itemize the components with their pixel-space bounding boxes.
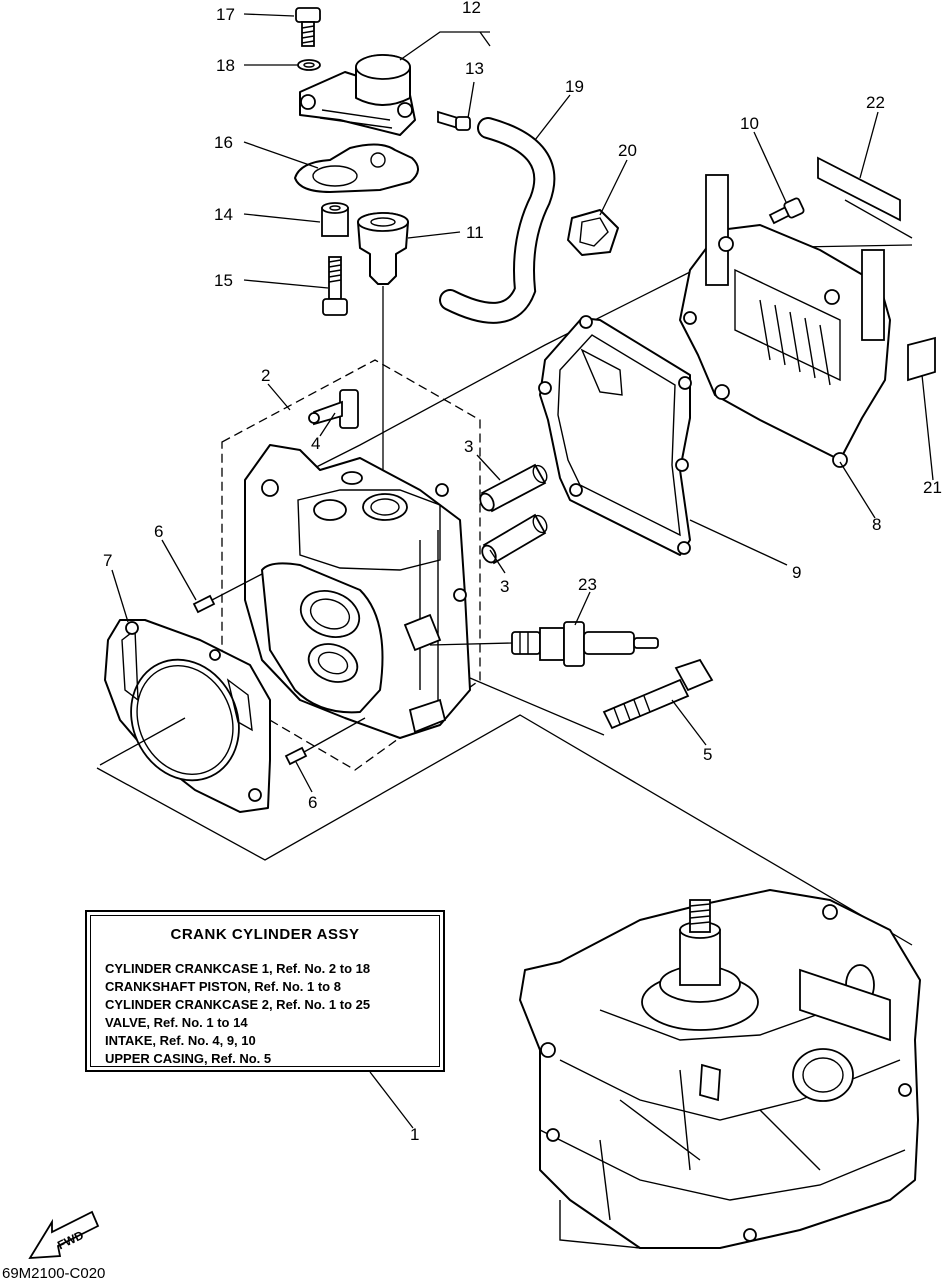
callout-2: 2 <box>261 366 270 385</box>
leader-22 <box>859 111 879 179</box>
sleeve-3-upper <box>479 463 548 513</box>
dowel-pin-6-upper-line <box>211 573 263 601</box>
callout-23: 23 <box>578 575 597 594</box>
leader-19 <box>534 94 571 141</box>
callout-13: 13 <box>465 59 484 78</box>
diagram-code: 69M2100-C020 <box>2 1265 106 1282</box>
leader-21 <box>921 374 934 481</box>
callout-22: 22 <box>866 93 885 112</box>
callout-6-lower: 6 <box>308 793 317 812</box>
cylinder-body-2 <box>244 444 471 739</box>
leader-15 <box>243 279 329 289</box>
callout-9: 9 <box>792 563 801 582</box>
callout-7: 7 <box>103 551 112 570</box>
leader-13 <box>467 81 475 119</box>
leader-7 <box>111 569 129 623</box>
leader-8 <box>839 461 876 519</box>
bolt-10 <box>768 197 805 225</box>
callout-19: 19 <box>565 77 584 96</box>
callout-3-lower: 3 <box>500 577 509 596</box>
cylinder-gasket-7 <box>104 619 271 813</box>
leader-11 <box>407 231 461 239</box>
thermostat-11 <box>357 212 409 285</box>
callout-16: 16 <box>214 133 233 152</box>
gasket-7-leader-extension <box>99 717 186 766</box>
bolt-13 <box>437 110 471 131</box>
callout-4: 4 <box>311 434 320 453</box>
leader-4 <box>319 412 336 437</box>
assembly-reference-list: CYLINDER CRANKCASE 1, Ref. No. 2 to 18 C… <box>105 960 370 1068</box>
assembly-reference-line: INTAKE, Ref. No. 4, 9, 10 <box>105 1033 256 1048</box>
thermostat-cover <box>299 54 416 136</box>
gasket-9 <box>538 315 692 556</box>
leader-3a <box>476 454 501 481</box>
dowel-pin-6-lower <box>284 746 308 766</box>
collar-14 <box>321 202 349 237</box>
callout-6-upper: 6 <box>154 522 163 541</box>
leader-6b <box>295 761 313 793</box>
leader-14 <box>243 213 321 223</box>
assembly-reference-box-border <box>90 915 440 1067</box>
assembly-reference-line: VALVE, Ref. No. 1 to 14 <box>105 1015 248 1030</box>
gasket-16 <box>294 143 419 193</box>
intake-silencer-8 <box>679 174 891 468</box>
leader-3b <box>489 549 506 574</box>
washer-18-hole <box>303 62 315 68</box>
assembly-reference-line: CRANKSHAFT PISTON, Ref. No. 1 to 8 <box>105 979 341 994</box>
bolt-17 <box>295 7 321 47</box>
gasket-16-bolt-hole <box>370 152 386 168</box>
callout-21: 21 <box>923 478 942 497</box>
leader-10 <box>753 131 787 203</box>
leader-1 <box>369 1071 414 1129</box>
washer-18 <box>297 59 321 71</box>
leader-16 <box>243 141 319 169</box>
bolt-5 <box>602 658 714 730</box>
fwd-arrow-icon: FWD <box>28 1210 100 1260</box>
dowel-pin-6-lower-line <box>303 717 366 753</box>
callout-12: 12 <box>462 0 481 17</box>
callout-17: 17 <box>216 5 235 24</box>
callout-20: 20 <box>618 141 637 160</box>
crankcase-assembly-1 <box>519 889 921 1249</box>
bolt-5-alignment-line <box>469 677 605 736</box>
callout-18: 18 <box>216 56 235 75</box>
callout-5: 5 <box>703 745 712 764</box>
leader-12-tick <box>479 31 491 47</box>
leader-23 <box>574 591 591 626</box>
sleeve-3-lower <box>481 513 548 565</box>
callout-10: 10 <box>740 114 759 133</box>
gasket-16-hole <box>312 165 358 187</box>
assembly-reference-box: CRANK CYLINDER ASSY CYLINDER CRANKCASE 1… <box>85 910 445 1072</box>
assembly-reference-line: CYLINDER CRANKCASE 2, Ref. No. 1 to 25 <box>105 997 371 1012</box>
hose-clip-20 <box>567 209 619 256</box>
leader-6a <box>161 539 197 601</box>
dowel-pin-6-upper <box>192 594 216 614</box>
callout-15: 15 <box>214 271 233 290</box>
bolt-15 <box>322 256 348 316</box>
leader-12 <box>399 31 490 61</box>
label-21 <box>907 336 936 382</box>
spark-plug-23 <box>511 621 659 667</box>
callout-8: 8 <box>872 515 881 534</box>
hose-19 <box>439 117 556 324</box>
elbow-fitting-4 <box>308 389 359 429</box>
callout-1: 1 <box>410 1125 419 1144</box>
assembly-reference-line: CYLINDER CRANKCASE 1, Ref. No. 2 to 18 <box>105 961 371 976</box>
leader-9 <box>689 519 788 566</box>
leader-5 <box>671 699 707 746</box>
assembly-group-outline <box>96 714 913 946</box>
assembly-reference-title: CRANK CYLINDER ASSY <box>170 926 360 943</box>
spark-plug-alignment-line <box>429 642 513 646</box>
callout-3-upper: 3 <box>464 437 473 456</box>
leader-2 <box>267 383 291 411</box>
callout-14: 14 <box>214 205 233 224</box>
assembly-reference-line: UPPER CASING, Ref. No. 5 <box>105 1051 272 1066</box>
label-22 <box>817 156 913 239</box>
callout-11: 11 <box>466 223 484 242</box>
leader-17 <box>243 13 295 17</box>
leader-20 <box>599 159 628 216</box>
